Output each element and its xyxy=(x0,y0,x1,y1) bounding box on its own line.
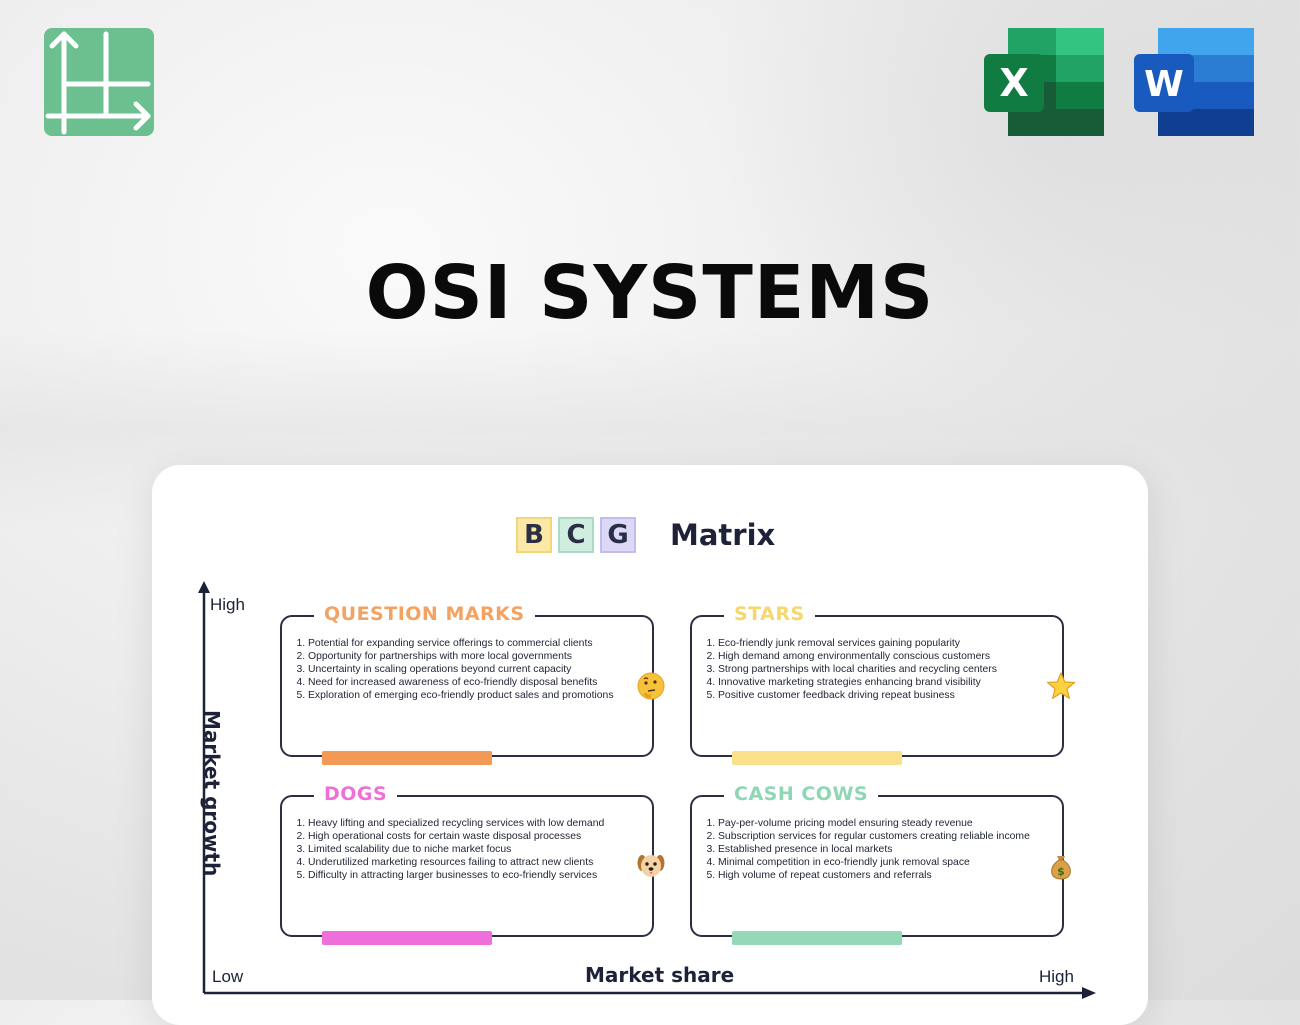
list-item: Opportunity for partnerships with more l… xyxy=(308,650,638,663)
list-item: Innovative marketing strategies enhancin… xyxy=(718,676,1048,689)
letter-tile-g: G xyxy=(600,517,636,553)
svg-text:$: $ xyxy=(1057,865,1065,878)
quadrant-color-bar xyxy=(322,751,492,765)
y-axis-low-label: Low xyxy=(212,967,244,986)
excel-icon[interactable]: X xyxy=(984,28,1106,138)
y-axis-title: Market growth xyxy=(200,710,224,877)
matrix-heading: B C G Matrix xyxy=(516,515,775,555)
letter-tile-b: B xyxy=(516,517,552,553)
quadrant-question-marks: QUESTION MARKS Potential for expanding s… xyxy=(280,603,665,765)
list-item: Eco-friendly junk removal services gaini… xyxy=(718,637,1048,650)
quadrant-title: STARS xyxy=(724,603,815,625)
dog-face-icon xyxy=(637,855,665,877)
list-item: Limited scalability due to niche market … xyxy=(308,843,638,856)
list-item: Difficulty in attracting larger business… xyxy=(308,869,638,882)
quadrant-stars: STARS Eco-friendly junk removal services… xyxy=(690,603,1076,765)
list-item: Established presence in local markets xyxy=(718,843,1048,856)
list-item: High volume of repeat customers and refe… xyxy=(718,869,1048,882)
quadrant-color-bar xyxy=(732,751,902,765)
quadrant-cash-cows: CASH COWS Pay-per-volume pricing model e… xyxy=(690,783,1071,945)
excel-letter: X xyxy=(999,61,1028,105)
x-axis-high-label: High xyxy=(1039,967,1074,986)
list-item: Heavy lifting and specialized recycling … xyxy=(308,817,638,830)
quadrant-list: Pay-per-volume pricing model ensuring st… xyxy=(704,817,1048,882)
list-item: Minimal competition in eco-friendly junk… xyxy=(718,856,1048,869)
y-axis-high-label: High xyxy=(210,595,245,614)
list-item: Potential for expanding service offering… xyxy=(308,637,638,650)
list-item: High operational costs for certain waste… xyxy=(308,830,638,843)
quadrant-list: Potential for expanding service offering… xyxy=(294,637,638,702)
bcg-matrix-card: B C G Matrix High Low High Market share … xyxy=(152,465,1148,1025)
word-letter: W xyxy=(1144,64,1184,105)
quadrant-title: QUESTION MARKS xyxy=(314,603,535,625)
quadrant-list: Eco-friendly junk removal services gaini… xyxy=(704,637,1048,702)
thinking-face-icon xyxy=(637,672,665,700)
list-item: Pay-per-volume pricing model ensuring st… xyxy=(718,817,1048,830)
list-item: Uncertainty in scaling operations beyond… xyxy=(308,663,638,676)
quadrant-list: Heavy lifting and specialized recycling … xyxy=(294,817,638,882)
list-item: Need for increased awareness of eco-frie… xyxy=(308,676,638,689)
quadrant-title: CASH COWS xyxy=(724,783,879,805)
quadrant-color-bar xyxy=(732,931,902,945)
quadrant-dogs: DOGS Heavy lifting and specialized recyc… xyxy=(280,783,665,945)
x-axis-title: Market share xyxy=(585,963,735,987)
list-item: Subscription services for regular custom… xyxy=(718,830,1048,843)
matrix-word: Matrix xyxy=(670,518,776,552)
list-item: Positive customer feedback driving repea… xyxy=(718,689,1048,702)
list-item: Strong partnerships with local charities… xyxy=(718,663,1048,676)
list-item: Underutilized marketing resources failin… xyxy=(308,856,638,869)
page-title: OSI SYSTEMS xyxy=(365,250,935,336)
money-bag-icon: $ xyxy=(1051,856,1071,880)
star-icon xyxy=(1046,672,1076,699)
word-icon[interactable]: W xyxy=(1134,28,1256,138)
quadrant-color-bar xyxy=(322,931,492,945)
quadrant-title: DOGS xyxy=(314,783,398,805)
list-item: Exploration of emerging eco-friendly pro… xyxy=(308,689,638,702)
matrix-axes xyxy=(198,581,1096,999)
letter-tile-c: C xyxy=(558,517,594,553)
grid-arrows-icon xyxy=(44,28,154,136)
list-item: High demand among environmentally consci… xyxy=(718,650,1048,663)
